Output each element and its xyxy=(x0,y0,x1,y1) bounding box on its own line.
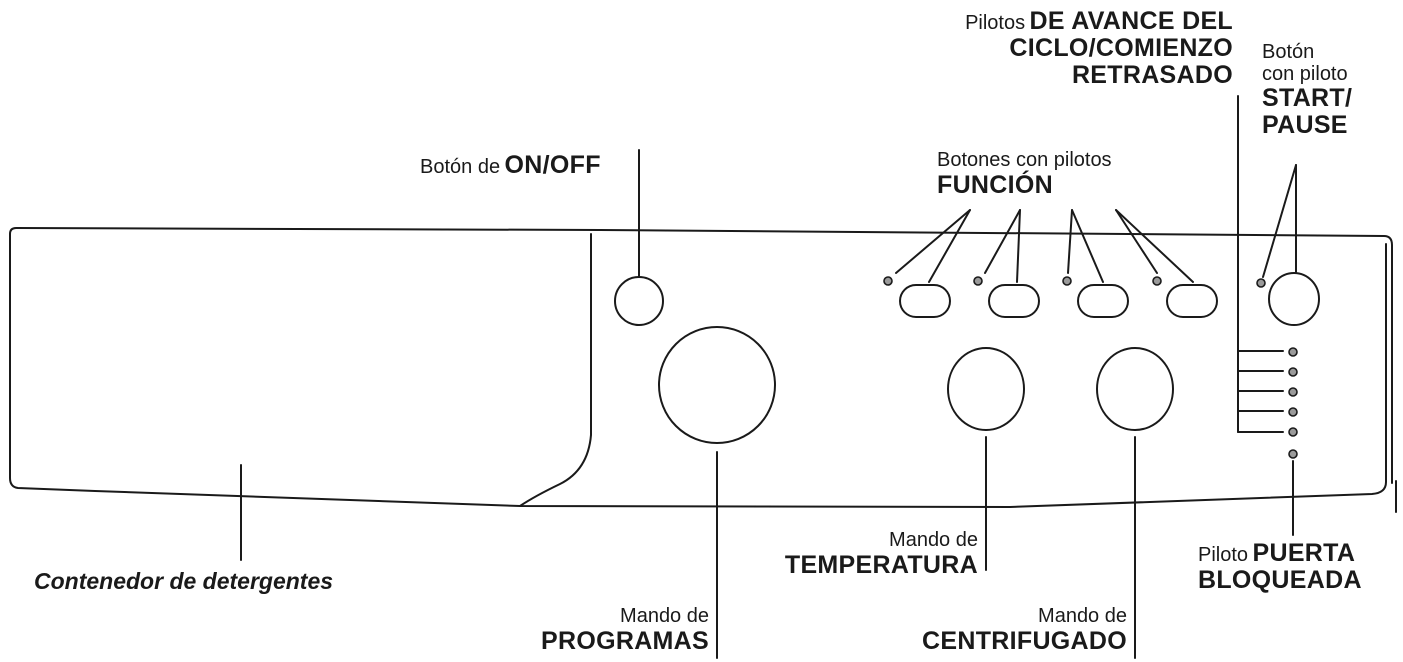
label-temperatura-light: Mando de xyxy=(889,529,978,551)
cycle-led-2 xyxy=(1288,367,1298,377)
function-button-4 xyxy=(1166,284,1218,318)
cycle-led-4 xyxy=(1288,407,1298,417)
label-funcion-light: Botones con pilotos xyxy=(937,149,1112,171)
label-funcion: Botones con pilotos FUNCIÓN xyxy=(937,149,1112,199)
function-button-2 xyxy=(988,284,1040,318)
function-button-1 xyxy=(899,284,951,318)
start-pause-led xyxy=(1256,278,1266,288)
label-puerta-light: Piloto xyxy=(1198,544,1249,566)
leader-func-3a xyxy=(1067,209,1073,274)
leader-func-2a xyxy=(984,209,1021,274)
label-avance-bold1: DE AVANCE DEL xyxy=(1029,7,1233,35)
panel-outline xyxy=(9,226,1393,509)
label-start-bold1: START/ xyxy=(1262,84,1353,113)
leader-func-1a xyxy=(895,209,971,274)
leader-start-a xyxy=(1262,164,1297,278)
label-onoff-bold: ON/OFF xyxy=(504,151,601,179)
label-centrifugado: Mando de CENTRIFUGADO xyxy=(922,605,1127,655)
label-centrifugado-bold: CENTRIFUGADO xyxy=(922,626,1127,655)
cycle-led-5 xyxy=(1288,427,1298,437)
label-temperatura: Mando de TEMPERATURA xyxy=(784,529,978,579)
label-start: Botón con piloto START/ PAUSE xyxy=(1262,41,1353,140)
door-locked-led xyxy=(1288,449,1298,459)
label-contenedor-text: Contenedor de detergentes xyxy=(34,568,334,594)
label-centrifugado-light: Mando de xyxy=(1038,605,1127,627)
start-pause-button xyxy=(1268,272,1320,326)
leader-func-1b xyxy=(928,209,971,283)
label-avance-bold2: CICLO/COMIENZO xyxy=(1009,34,1233,62)
leader-func-2b xyxy=(1016,209,1021,283)
cycle-led-3 xyxy=(1288,387,1298,397)
label-avance-bold3: RETRASADO xyxy=(1071,61,1233,89)
label-programas-light: Mando de xyxy=(620,605,709,627)
onoff-button xyxy=(614,276,664,326)
label-puerta-bold1: PUERTA xyxy=(1252,539,1356,567)
label-avance: Pilotos DE AVANCE DEL CICLO/COMIENZO RET… xyxy=(965,8,1233,89)
label-puerta: Piloto PUERTA BLOQUEADA xyxy=(1198,540,1362,594)
temperatura-knob xyxy=(947,347,1025,431)
label-start-bold2: PAUSE xyxy=(1262,111,1348,140)
label-start-light2: con piloto xyxy=(1262,62,1348,85)
drawer-edge xyxy=(519,233,592,507)
function-led-4 xyxy=(1152,276,1162,286)
label-start-light1: Botón xyxy=(1262,41,1315,63)
label-onoff-light: Botón de xyxy=(420,156,501,178)
leader-func-4a xyxy=(1115,209,1158,274)
label-funcion-bold: FUNCIÓN xyxy=(937,170,1053,199)
label-contenedor: Contenedor de detergentes xyxy=(34,569,333,594)
label-puerta-bold2: BLOQUEADA xyxy=(1198,566,1362,594)
cycle-led-1 xyxy=(1288,347,1298,357)
programas-knob xyxy=(658,326,776,444)
label-programas: Mando de PROGRAMAS xyxy=(541,605,709,655)
label-temperatura-bold: TEMPERATURA xyxy=(784,550,978,579)
leader-func-3b xyxy=(1071,209,1104,283)
label-avance-light: Pilotos xyxy=(965,12,1026,34)
function-led-3 xyxy=(1062,276,1072,286)
function-button-3 xyxy=(1077,284,1129,318)
leader-func-4b xyxy=(1115,209,1194,283)
function-led-2 xyxy=(973,276,983,286)
centrifugado-knob xyxy=(1096,347,1174,431)
label-onoff: Botón de ON/OFF xyxy=(420,152,601,179)
function-led-1 xyxy=(883,276,893,286)
label-programas-bold: PROGRAMAS xyxy=(541,626,709,655)
